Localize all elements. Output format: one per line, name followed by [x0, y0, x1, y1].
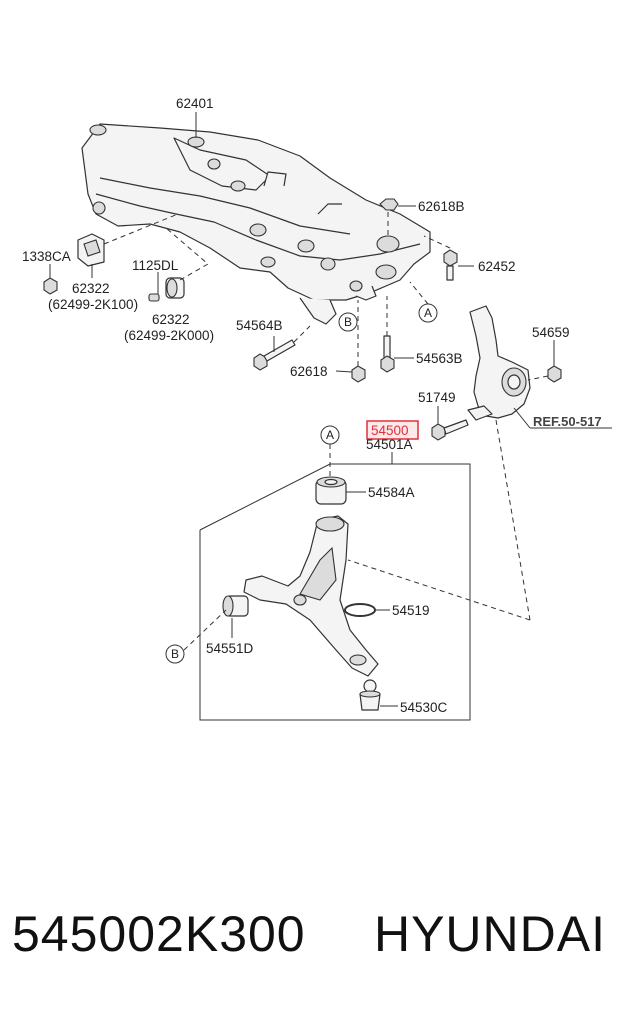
- ring-54519: [344, 603, 376, 617]
- label-1125DL: 1125DL: [132, 258, 179, 273]
- dash-A-top: [409, 281, 429, 305]
- bolt-51749: [431, 419, 469, 441]
- label-54564B: 54564B: [236, 318, 283, 333]
- marker-b-bottom: [165, 644, 185, 664]
- bolt-54564B: [253, 339, 296, 371]
- label-54530C: 54530C: [400, 700, 448, 715]
- subframe-62401: [81, 123, 431, 325]
- dash-62322b: [165, 227, 209, 281]
- label-54659: 54659: [532, 325, 570, 340]
- label-54519: 54519: [392, 603, 430, 618]
- leader-62618: [335, 370, 353, 373]
- marker-b-bottom-label: B: [171, 647, 179, 661]
- label-54501A: 54501A: [366, 437, 413, 452]
- label-54551D: 54551D: [206, 641, 254, 656]
- nut-1338CA: [43, 277, 58, 295]
- steering-knuckle: [467, 305, 531, 421]
- nut-54659: [547, 365, 562, 383]
- bushing-62322: [165, 277, 185, 299]
- label-62322a: 62322: [72, 281, 110, 296]
- parts-diagram: 62401 1338CA 62322 (62499-2K100) 1125DL …: [22, 96, 612, 721]
- footer: 545002K300 HYUNDAI: [0, 905, 620, 975]
- highlight-54500: [366, 420, 419, 440]
- lower-control-arm: [243, 515, 379, 677]
- label-62452: 62452: [478, 259, 516, 274]
- label-62322b: 62322: [152, 312, 190, 327]
- label-ref: REF.50-517: [533, 414, 602, 429]
- label-54563B: 54563B: [416, 351, 463, 366]
- marker-a-bottom-label: A: [326, 428, 334, 442]
- brand-name: HYUNDAI: [373, 906, 606, 962]
- dash-54564B: [293, 325, 311, 343]
- bolt-62452: [443, 249, 458, 281]
- nut-62618B: [379, 198, 399, 211]
- label-54500: 54500: [371, 423, 409, 438]
- dash-knuckle-1: [495, 419, 531, 621]
- label-62618B: 62618B: [418, 199, 465, 214]
- part-number: 545002K300: [12, 906, 306, 962]
- dash-62452: [423, 235, 451, 249]
- marker-a-top: [418, 303, 438, 323]
- label-51749: 51749: [418, 390, 456, 405]
- dash-b-bottom: [183, 609, 227, 651]
- dash-knuckle-2: [347, 559, 531, 621]
- bolt-1125DL: [148, 293, 160, 302]
- label-62499b: (62499-2K000): [124, 328, 214, 343]
- bushing-54584A: [315, 476, 347, 505]
- marker-b-top: [338, 312, 358, 332]
- bolt-54563B: [380, 335, 395, 373]
- dash-54659: [527, 375, 549, 381]
- label-54584A: 54584A: [368, 485, 415, 500]
- ball-joint-54530C: [359, 679, 381, 711]
- bushing-54551D: [222, 595, 249, 617]
- label-62499a: (62499-2K100): [48, 297, 138, 312]
- leader-ref: [513, 407, 531, 429]
- assembly-box: [199, 463, 471, 721]
- marker-b-top-label: B: [344, 315, 352, 329]
- marker-a-top-label: A: [424, 306, 432, 320]
- nut-62618: [351, 365, 366, 383]
- label-62401: 62401: [176, 96, 214, 111]
- dash-1338CA: [103, 213, 179, 245]
- label-62618: 62618: [290, 364, 328, 379]
- label-1338CA: 1338CA: [22, 249, 71, 264]
- bracket-62322-left: [77, 233, 105, 267]
